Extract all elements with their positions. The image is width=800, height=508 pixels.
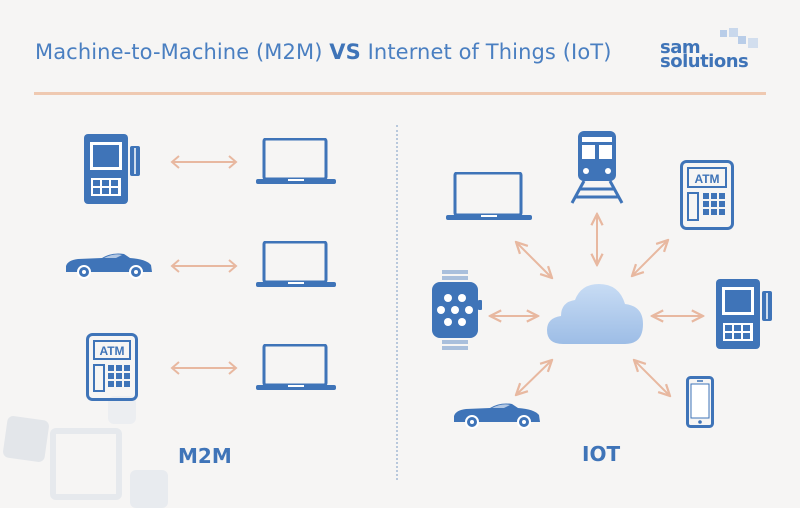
decorative-square — [130, 470, 168, 508]
arrow-phone-cloud — [634, 360, 670, 396]
title-vs: VS — [329, 40, 361, 64]
laptop-icon — [256, 344, 336, 392]
logo-square — [738, 36, 746, 44]
car-icon — [452, 400, 542, 430]
decorative-square — [50, 428, 122, 500]
laptop-icon — [256, 241, 336, 289]
atm-text: ATM — [694, 172, 719, 186]
section-divider — [396, 125, 398, 480]
atm-icon: ATM — [86, 333, 138, 401]
iot-label: IOT — [582, 442, 621, 466]
bidirectional-arrow — [170, 259, 238, 273]
logo-word-sam: sam — [660, 37, 701, 58]
atm-icon: ATM — [680, 160, 734, 230]
arrow-car-cloud — [516, 360, 552, 395]
arrow-laptop-cloud — [516, 242, 552, 278]
laptop-icon — [256, 138, 336, 186]
logo-square — [720, 30, 727, 37]
logo-square — [748, 38, 758, 48]
m2m-label: M2M — [178, 444, 232, 468]
car-icon — [64, 250, 154, 280]
laptop-icon — [446, 172, 532, 222]
logo: sam solutions — [660, 28, 772, 76]
payment-terminal-icon — [716, 279, 774, 349]
smartwatch-icon — [430, 270, 482, 350]
header-rule — [34, 92, 766, 95]
title-part-2: Internet of Things (IoT) — [360, 40, 612, 64]
arrow-atm-cloud — [632, 240, 668, 276]
logo-word-solutions: solutions — [660, 51, 749, 72]
cloud-icon — [545, 282, 645, 346]
title-part-1: Machine-to-Machine (M2M) — [35, 40, 330, 64]
smartphone-icon — [686, 376, 714, 428]
bidirectional-arrow — [170, 361, 238, 375]
atm-text: ATM — [99, 344, 124, 358]
logo-square — [729, 28, 738, 37]
payment-terminal-icon — [84, 134, 142, 204]
train-icon — [568, 131, 626, 205]
page-title: Machine-to-Machine (M2M) VS Internet of … — [35, 40, 612, 64]
bidirectional-arrow — [170, 155, 238, 169]
